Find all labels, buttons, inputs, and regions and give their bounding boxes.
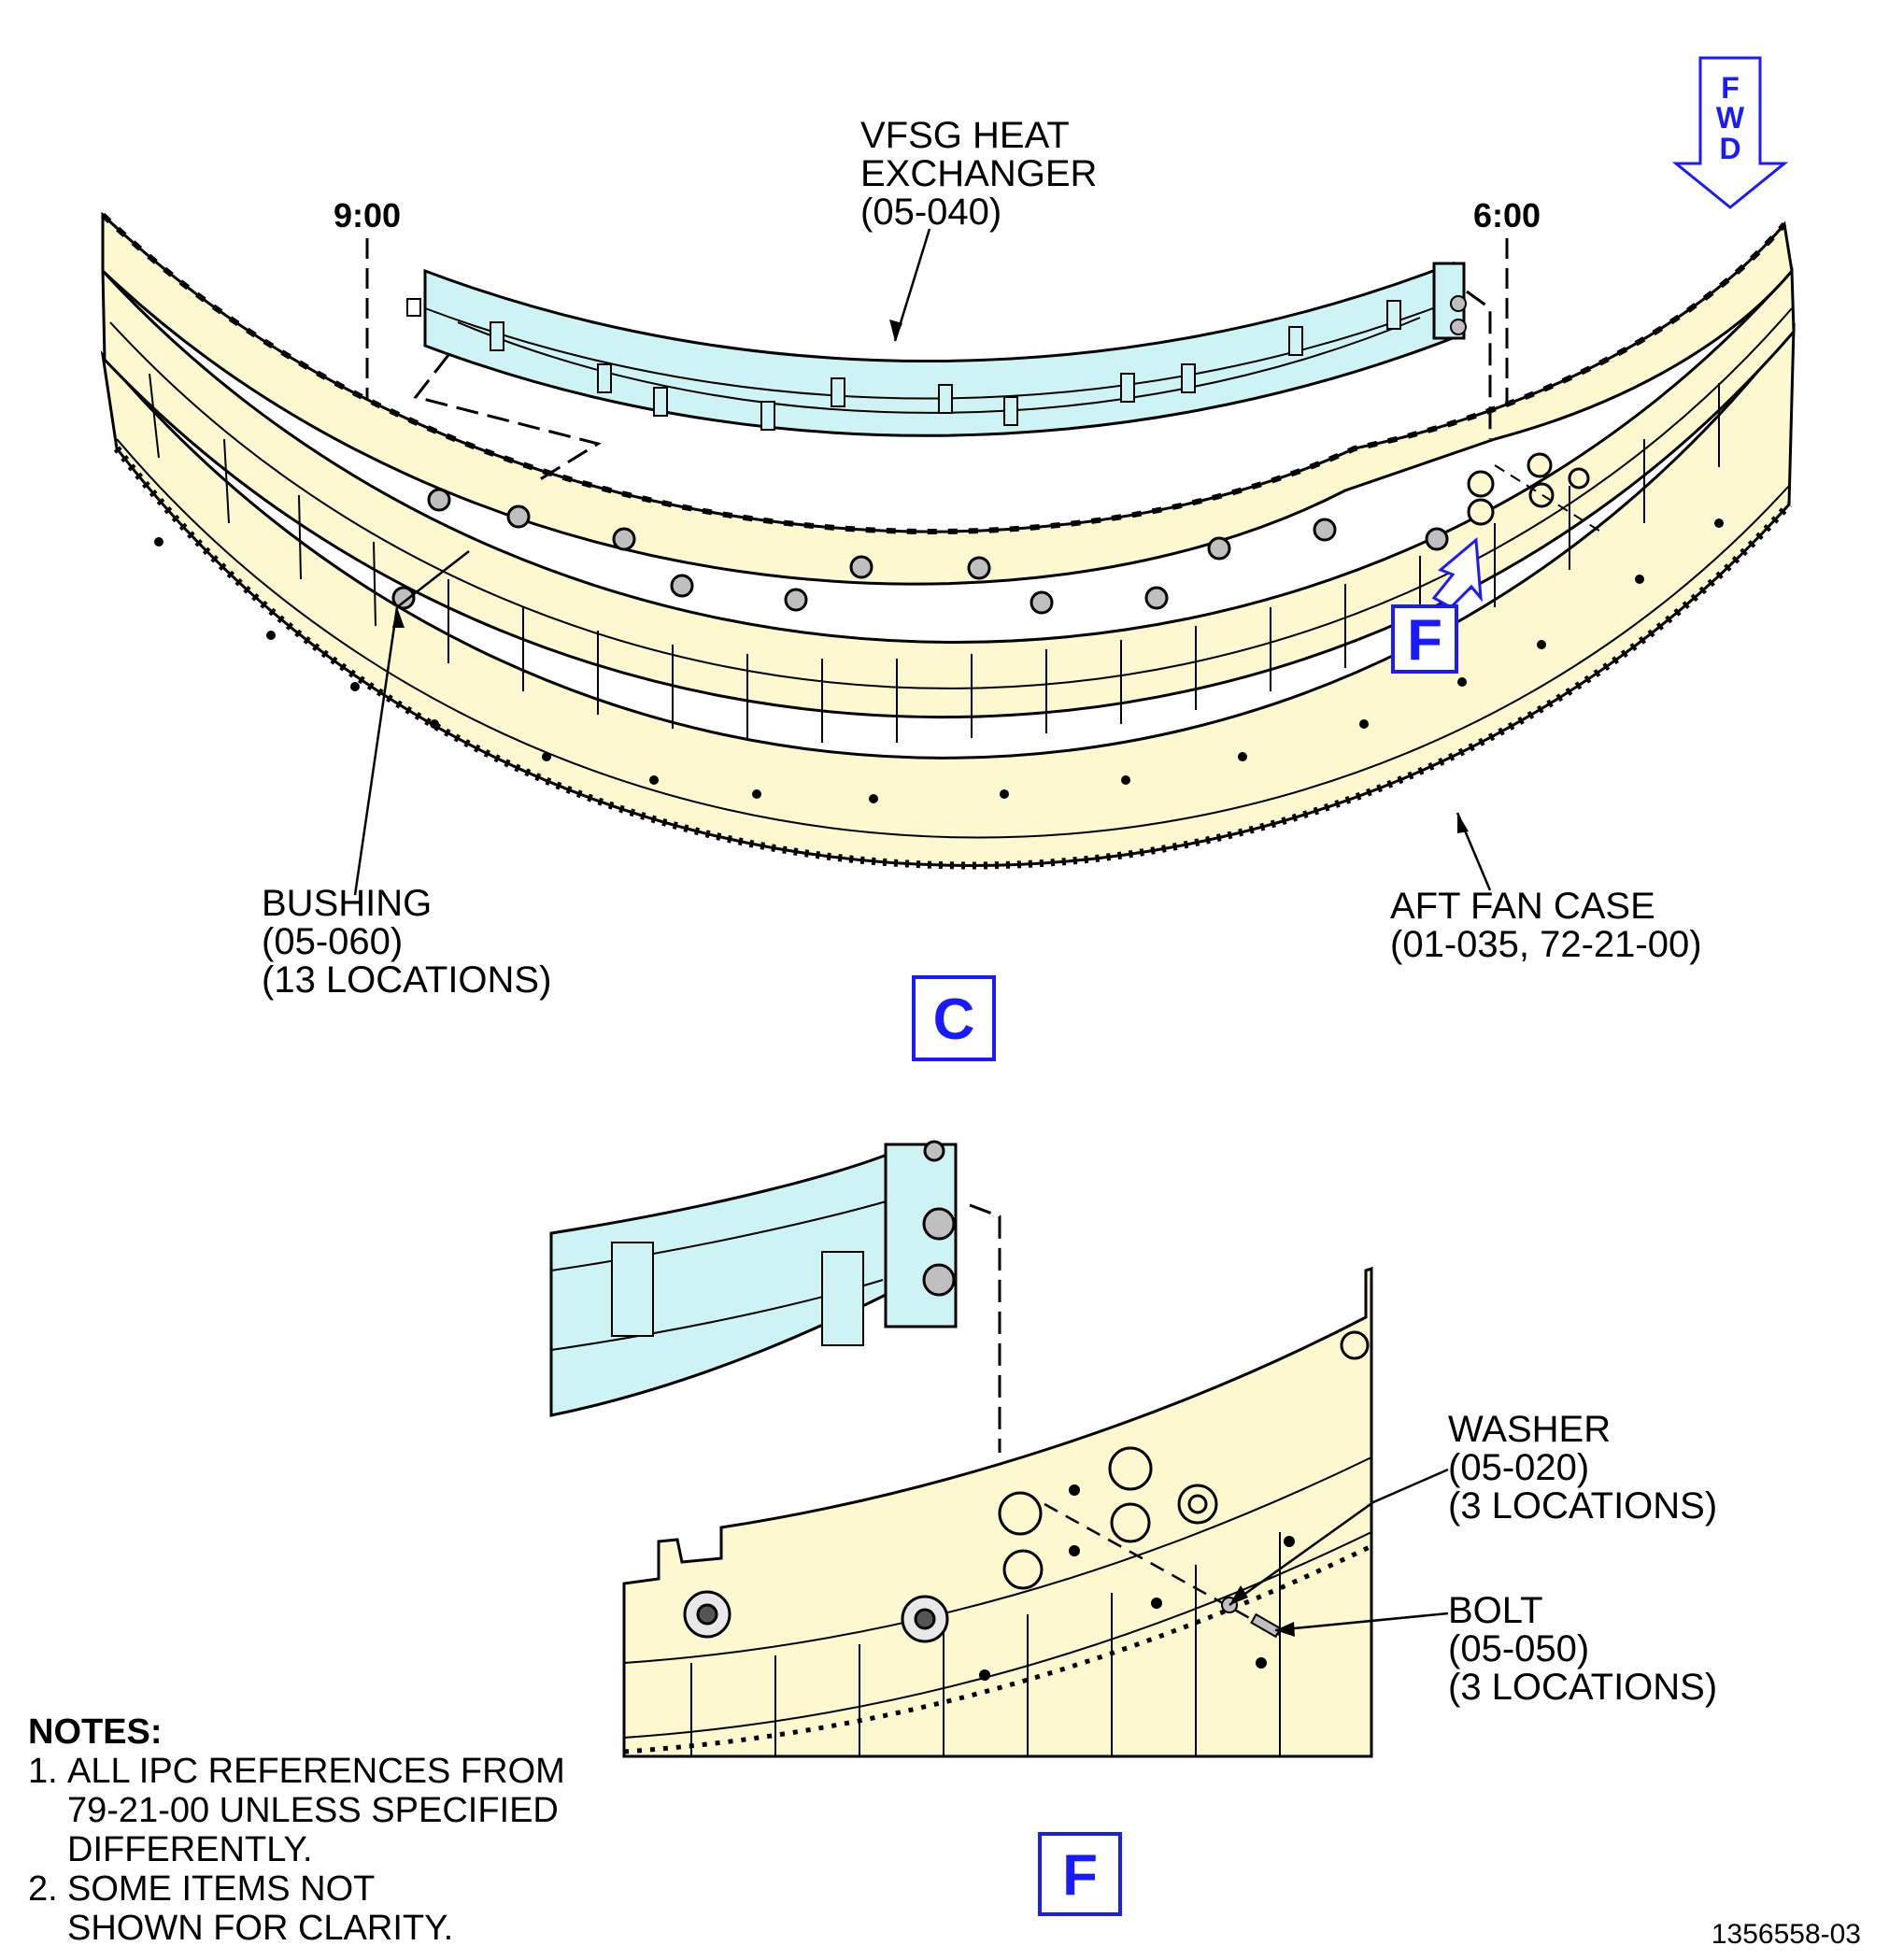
bolt-line-3: (3 LOCATIONS) [1448,1667,1717,1708]
note-item: 1. ALL IPC REFERENCES FROM 79-21-00 UNLE… [28,1752,565,1869]
note-text: 79-21-00 UNLESS SPECIFIED [67,1791,559,1830]
washer-line-3: (3 LOCATIONS) [1448,1485,1717,1527]
fwd-letter-f: F [1721,71,1740,105]
figure-number: 1356558-03 [1711,1919,1861,1950]
washer-line-2: (05-020) [1448,1447,1589,1488]
notes-block: NOTES: 1. ALL IPC REFERENCES FROM 79-21-… [28,1712,565,1948]
aft-fan-case-drawing [100,211,1796,870]
notes-heading: NOTES: [28,1712,163,1752]
heat-exchanger-leader [893,228,931,342]
bushing-line-3: (13 LOCATIONS) [262,959,551,1001]
svg-text:C: C [933,987,975,1052]
bushing-leader [353,606,399,896]
aft-fan-case-line-1: AFT FAN CASE [1390,886,1655,927]
note-text: SHOWN FOR CLARITY. [67,1909,454,1948]
note-text: ALL IPC REFERENCES FROM [67,1752,565,1791]
note-number: 2. [28,1869,58,1909]
washer-leader [1229,1468,1449,1607]
bushing-line-1: BUSHING [262,883,432,924]
washer-line-1: WASHER [1448,1409,1611,1450]
bolt-line-1: BOLT [1448,1590,1543,1631]
detail-f-heat-exchanger [549,1140,1001,1453]
heat-exchanger-line-2: EXCHANGER [860,153,1097,194]
bolt-line-2: (05-050) [1448,1628,1589,1669]
bolt-leader [1274,1612,1449,1632]
note-item: 2. SOME ITEMS NOT SHOWN FOR CLARITY. [28,1869,565,1948]
view-c-label: C [912,975,996,1061]
clock-position-6: 6:00 [1473,196,1541,234]
heat-exchanger-line-3: (05-040) [860,192,1001,233]
note-number: 1. [28,1752,58,1791]
install-path-right [1466,290,1492,439]
fwd-letter-w: W [1716,101,1745,135]
forward-direction-arrow: F W D [1671,56,1789,209]
detail-f-pointer: F [1391,536,1483,674]
vfsg-heat-exchanger-drawing [406,261,1467,437]
install-path-left [413,354,602,483]
detail-f-drawing [622,1266,1373,1758]
heat-exchanger-line-1: VFSG HEAT [860,115,1070,156]
svg-text:F: F [1062,1843,1098,1908]
view-f-label: F [1038,1832,1122,1916]
bushing-line-2: (05-060) [262,921,403,962]
fwd-letter-d: D [1719,132,1740,165]
note-text: DIFFERENTLY. [67,1830,313,1869]
aft-fan-case-line-2: (01-035, 72-21-00) [1390,924,1702,965]
note-text: SOME ITEMS NOT [67,1869,376,1909]
clock-position-9: 9:00 [334,196,401,234]
detail-f-pointer-label: F [1407,608,1442,673]
